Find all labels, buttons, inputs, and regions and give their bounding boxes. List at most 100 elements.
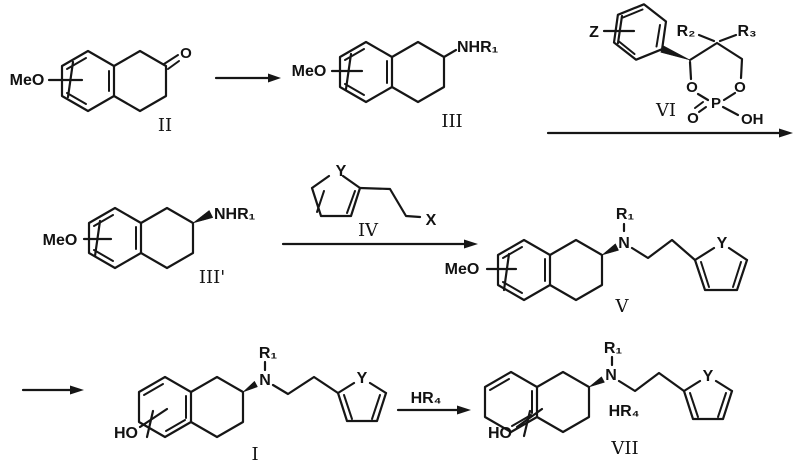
compound-III-aromatic-double-bonds	[344, 48, 388, 96]
compound-VII-aliphatic-ring	[535, 370, 591, 434]
compound-III-aliphatic-ring	[390, 40, 446, 104]
compound-VI-o-right-label: O	[734, 79, 746, 96]
compound-VI-dioxaphosphinane-ring	[688, 41, 744, 102]
compound-VII-hydroxy-label: HO	[488, 425, 512, 442]
compound-VII-aromatic-ring	[483, 370, 539, 434]
compound-V-r1-label: R₁	[616, 206, 635, 223]
compound-VI-p-oh-bond	[721, 105, 740, 117]
compound-IV-leaving-group-label: X	[426, 212, 437, 229]
compound-VI-r3-bond	[718, 33, 738, 43]
compound-I-heteroatom-label: Y	[357, 370, 368, 387]
compound-VI-phosphoryl-oxygen-label: O	[687, 110, 699, 127]
compound-IV-heteroatom-label: Y	[336, 163, 347, 180]
compound-V-methoxy-label: MeO	[445, 261, 480, 278]
compound-I-aromatic-double-bonds	[143, 383, 187, 432]
compound-III-variable-position-slash	[344, 52, 353, 91]
compound-I-nitrogen-label: N	[259, 372, 271, 389]
compound-IV-heteroring	[310, 186, 362, 218]
arrow-reagent-label: HR₄	[411, 390, 442, 407]
compound-II-carbonyl-double-bond	[163, 54, 180, 70]
compound-VI-hydroxyl-label: OH	[741, 111, 764, 128]
compound-III-prime: MeO NHR₁ III'	[43, 206, 256, 288]
compound-I-r1-label: R₁	[259, 345, 278, 362]
compound-VII-aromatic-double-bonds	[489, 378, 533, 427]
compound-II: MeO O II	[10, 45, 193, 136]
compound-VI-phosphoryl-double-bond	[694, 101, 707, 113]
compound-V-heteroring-double-bonds	[700, 261, 742, 288]
compound-VI-stereo-wedge	[660, 45, 691, 61]
arrow-II-to-III	[214, 73, 281, 83]
compound-III-prime-stereo-wedge	[192, 210, 214, 224]
compound-V-heteroatom-label: Y	[717, 235, 728, 252]
compound-VII-nitrogen-label: N	[605, 367, 617, 384]
compound-IV: Y X IV	[310, 163, 437, 241]
compound-II-aliphatic-ring	[112, 49, 168, 113]
compound-VI-r2-bond	[697, 33, 716, 43]
compound-VII-heteroring	[682, 389, 734, 421]
compound-V-nitrogen-label: N	[618, 235, 630, 252]
compound-VI-z-label: Z	[589, 24, 599, 41]
compound-VII-variable-position-slash	[522, 409, 532, 438]
compound-III-amine-label: NHR₁	[457, 39, 499, 56]
compound-VII-chain	[617, 371, 686, 393]
compound-I-hydroxy-bond	[138, 407, 169, 429]
compound-III-amine-bond	[442, 48, 458, 59]
compound-I: HO R₁ N Y I	[114, 345, 388, 465]
compound-VII: HO R₁ N HR₄ Y VII	[483, 340, 734, 459]
compound-V-aliphatic-ring	[548, 238, 604, 302]
compound-I-aromatic-ring	[137, 375, 193, 439]
arrow-salt-formation: HR₄	[396, 390, 471, 415]
compound-I-number: I	[251, 444, 258, 465]
compound-I-aliphatic-ring	[189, 375, 245, 439]
arrow-head	[779, 128, 793, 138]
compound-II-methoxy-label: MeO	[10, 72, 45, 89]
compound-V-heteroring	[693, 258, 749, 292]
compound-VI-phenyl-double-bonds	[618, 8, 661, 55]
compound-IV-heteroring-y-bonds	[310, 174, 362, 190]
compound-I-heteroring-y-bonds	[336, 381, 388, 395]
compound-VII-stereo-wedge	[588, 376, 605, 388]
arrow-head	[464, 239, 478, 249]
compound-V: MeO R₁ N Y V	[445, 206, 749, 317]
compound-III-prime-methoxy-label: MeO	[43, 232, 78, 249]
compound-VI: Z R₂ R₃ O O P O OH VI	[589, 3, 764, 128]
compound-III-prime-aromatic-double-bonds	[93, 214, 137, 262]
compound-VII-heteroring-double-bonds	[689, 392, 727, 418]
compound-VII-r1-label: R₁	[604, 340, 623, 357]
arrow-head	[457, 405, 471, 415]
compound-I-heteroring-double-bonds	[343, 394, 381, 420]
compound-VI-r2-label: R₂	[677, 23, 696, 40]
compound-IV-number: IV	[358, 220, 379, 241]
arrow-demethylation	[21, 385, 84, 395]
compound-VII-heteroatom-label: Y	[703, 368, 714, 385]
compound-III-number: III	[441, 111, 462, 132]
compound-III-methoxy-label: MeO	[292, 63, 327, 80]
compound-V-aromatic-double-bonds	[502, 246, 546, 294]
compound-VI-phosphorus-label: P	[711, 95, 721, 112]
compound-II-number: II	[158, 115, 172, 136]
compound-I-hydroxy-label: HO	[114, 425, 138, 442]
arrow-alkylation	[281, 239, 478, 249]
compound-VI-o-left-label: O	[686, 79, 698, 96]
compound-V-number: V	[615, 296, 630, 317]
compound-III-prime-variable-position-slash	[93, 219, 102, 258]
compound-III-prime-aliphatic-ring	[139, 206, 195, 270]
compound-IV-heteroring-double-bonds	[316, 190, 356, 214]
compound-I-chain	[271, 375, 340, 396]
compound-VI-r3-label: R₃	[738, 23, 757, 40]
compound-III: MeO NHR₁ III	[292, 39, 499, 132]
compound-V-variable-position-slash	[502, 252, 511, 292]
compound-VI-variable-position-slash	[616, 14, 624, 45]
compound-III-prime-number: III'	[199, 267, 225, 288]
compound-II-aromatic-double-bonds	[66, 57, 110, 105]
compound-VI-number: VI	[655, 100, 676, 121]
arrow-head	[268, 73, 281, 83]
compound-VI-phenyl-ring	[612, 3, 668, 61]
compound-V-stereo-wedge	[601, 243, 619, 256]
compound-II-variable-position-slash	[66, 60, 75, 99]
compound-V-chain	[630, 238, 697, 262]
compound-I-variable-position-slash	[145, 409, 155, 439]
compound-VII-heteroring-y-bonds	[682, 379, 734, 393]
